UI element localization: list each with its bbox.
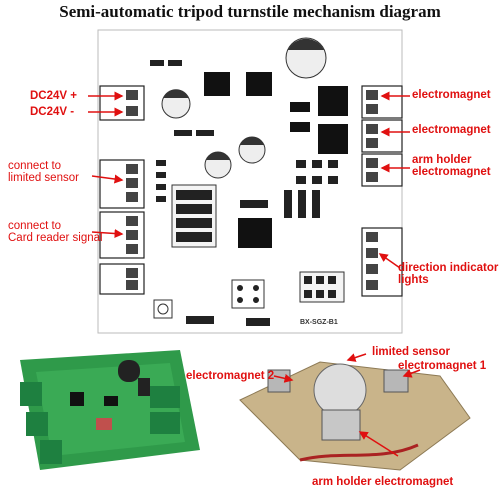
label-connect-card-reader: connect to Card reader signal (8, 220, 103, 244)
label-dc24v-positive: DC24V + (30, 90, 77, 102)
label-arm-holder-mech: arm holder electromagnet (312, 476, 453, 488)
label-electromagnet-1-mech: electromagnet 1 (398, 360, 486, 372)
label-direction-indicator: direction indicator lights (398, 262, 498, 286)
label-arm-holder-board: arm holder electromagnet (412, 154, 491, 178)
label-dc24v-negative: DC24V - (30, 106, 74, 118)
label-electromagnet-2-mech: electromagnet 2 (186, 370, 274, 382)
label-electromagnet-2-board: electromagnet (412, 124, 491, 136)
label-connect-limited-sensor: connect to limited sensor (8, 160, 79, 184)
label-electromagnet-1-board: electromagnet (412, 89, 491, 101)
label-limited-sensor-mech: limited sensor (372, 346, 450, 358)
